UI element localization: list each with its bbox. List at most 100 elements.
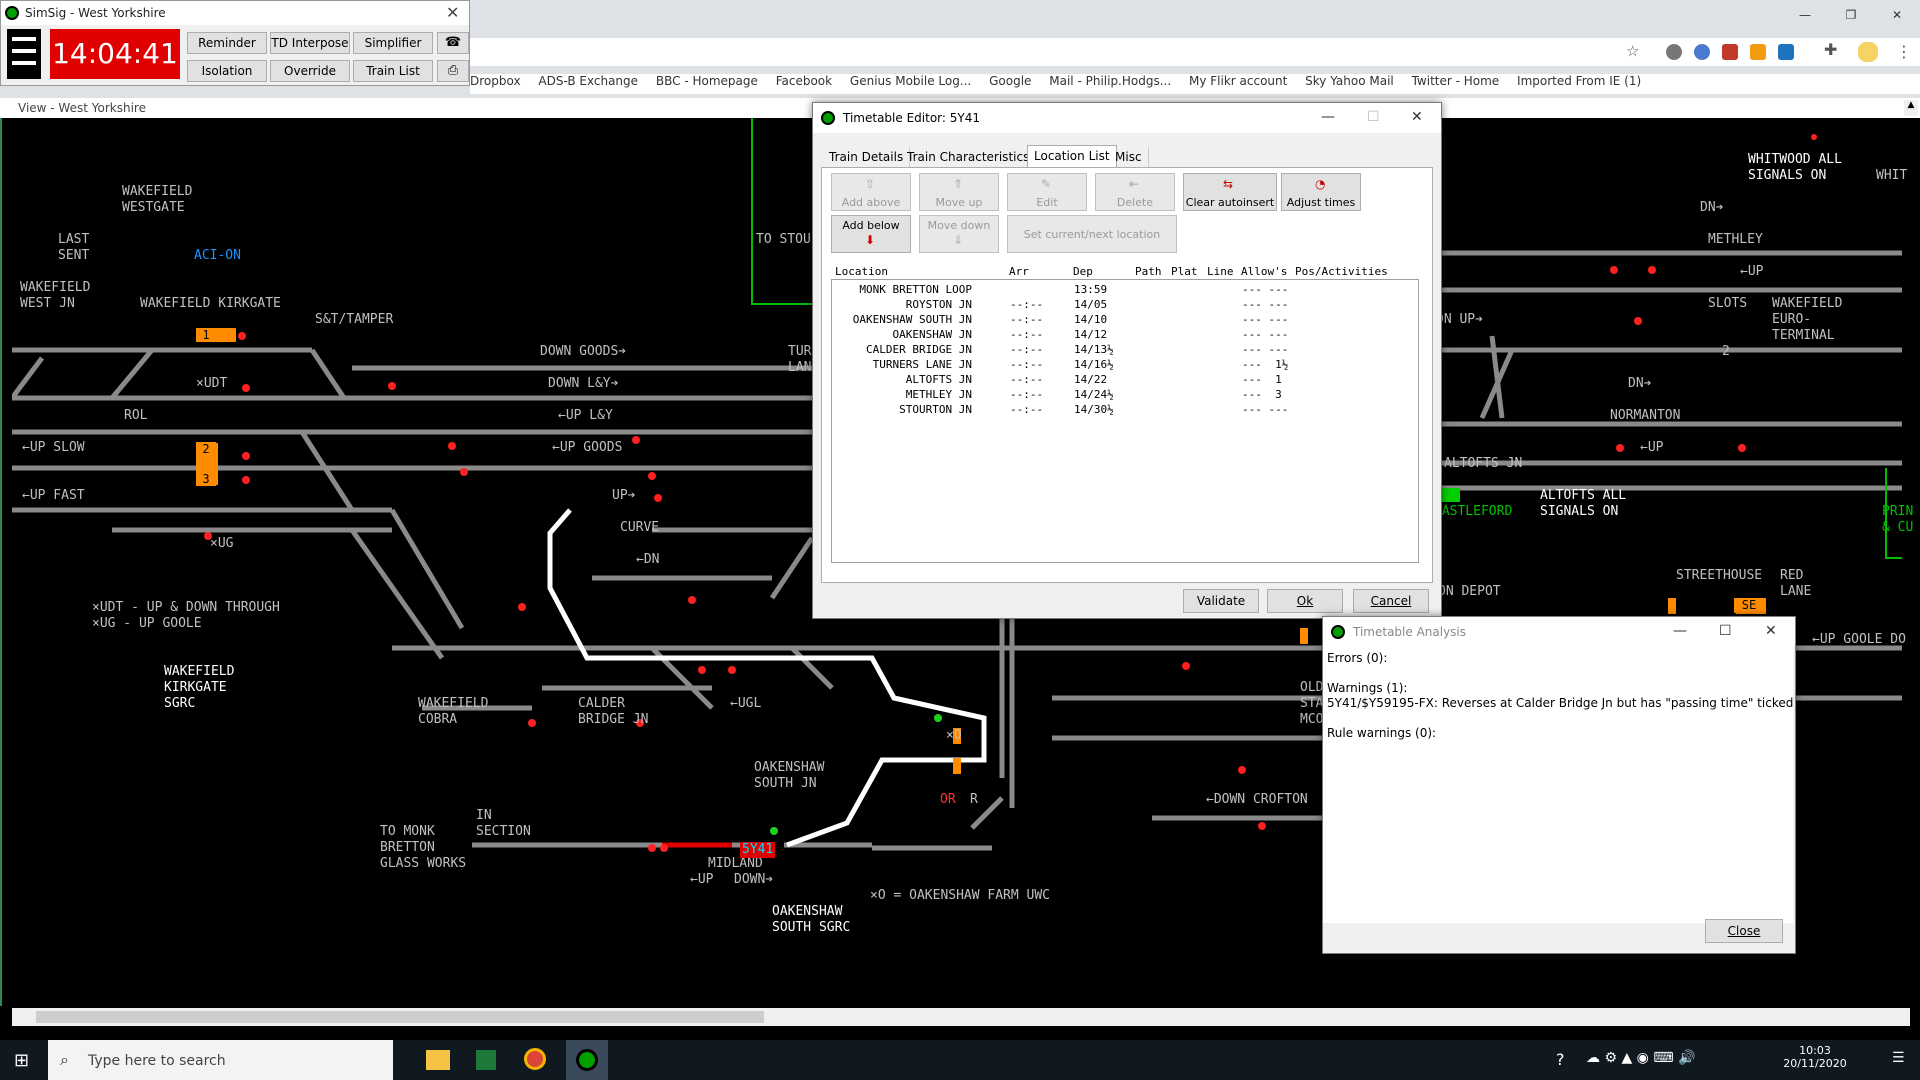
notifications-icon[interactable]: ☰ [1892, 1050, 1905, 1066]
simulation-clock[interactable]: 14:04:41 [50, 29, 180, 79]
add-below-button[interactable]: Add below [831, 215, 911, 253]
tab-train-characteristics[interactable]: Train Characteristics [901, 147, 1037, 167]
tab-train-details[interactable]: Train Details [823, 147, 911, 167]
bookmark-item[interactable]: Facebook [775, 74, 833, 88]
location-row[interactable]: ALTOFTS JN--:--14/22--- 1 [832, 372, 1418, 387]
bookmark-item[interactable]: BBC - Homepage [655, 74, 758, 88]
adjust-times-button[interactable]: Adjust times [1281, 173, 1361, 211]
signal-head[interactable] [242, 476, 250, 484]
location-row[interactable]: CALDER BRIDGE JN--:--14/13½--- --- [832, 342, 1418, 357]
signal-head[interactable] [648, 844, 656, 852]
bookmark-item[interactable]: Mail - Philip.Hodgs... [1049, 74, 1172, 88]
signal-head[interactable] [528, 719, 536, 727]
isolation-button[interactable]: Isolation [187, 60, 267, 82]
td-interpose-button[interactable]: TD Interpose [270, 32, 350, 54]
ok-button[interactable]: Ok [1267, 589, 1343, 613]
tab-location-list[interactable]: Location List [1027, 145, 1117, 167]
search-extension-icon[interactable] [1694, 44, 1710, 60]
bookmark-item[interactable]: Twitter - Home [1411, 74, 1500, 88]
cancel-button[interactable]: Cancel [1353, 589, 1429, 613]
main-menu-button[interactable] [7, 29, 41, 79]
telephone-icon[interactable]: ☎ [437, 32, 469, 54]
bookmark-item[interactable]: Google [989, 74, 1032, 88]
minimize-icon[interactable]: — [1321, 109, 1335, 125]
signal-head[interactable] [448, 442, 456, 450]
location-row[interactable]: OAKENSHAW SOUTH JN--:--14/10--- --- [832, 312, 1418, 327]
close-button[interactable]: Close [1705, 919, 1783, 943]
signal-head[interactable] [242, 384, 250, 392]
signal-head[interactable] [698, 666, 706, 674]
bookmark-item[interactable]: Genius Mobile Log... [849, 74, 972, 88]
bookmark-item[interactable]: Sky Yahoo Mail [1305, 74, 1394, 88]
signal-head[interactable] [688, 596, 696, 604]
windows-start-icon[interactable]: ⊞ [14, 1050, 30, 1071]
printer-icon[interactable]: ⎙ [437, 60, 469, 82]
tab-misc[interactable]: Misc [1109, 147, 1149, 167]
signal-head[interactable] [460, 468, 468, 476]
excel-icon[interactable] [476, 1050, 496, 1070]
signal-head[interactable] [204, 532, 212, 540]
close-icon[interactable]: ✕ [1765, 623, 1777, 639]
signal-head[interactable] [518, 603, 526, 611]
file-explorer-icon[interactable] [426, 1050, 450, 1070]
signal-head[interactable] [654, 494, 662, 502]
location-row[interactable]: OAKENSHAW JN--:--14/12--- --- [832, 327, 1418, 342]
maximize-icon[interactable]: ☐ [1719, 623, 1732, 639]
scroll-up-icon[interactable]: ▲ [1904, 100, 1918, 116]
horizontal-scroll-thumb[interactable] [36, 1011, 764, 1023]
location-row[interactable]: STOURTON JN--:--14/30½--- --- [832, 402, 1418, 417]
signal-head[interactable] [1616, 444, 1624, 452]
signal-head[interactable] [660, 844, 668, 852]
menu-dots-icon[interactable]: ⋮ [1896, 42, 1912, 61]
train-list-button[interactable]: Train List [353, 60, 433, 82]
puzzle-icon[interactable]: ✚ [1824, 40, 1838, 59]
signal-head[interactable] [238, 332, 246, 340]
signal-head[interactable] [1738, 444, 1746, 452]
bookmark-item[interactable]: Dropbox [470, 74, 521, 88]
chrome-icon[interactable] [524, 1048, 546, 1070]
minimize-icon[interactable]: — [1673, 623, 1687, 639]
bookmark-item[interactable]: ADS-B Exchange [538, 74, 639, 88]
signal-head[interactable] [636, 719, 644, 727]
signal-head[interactable] [1811, 134, 1817, 140]
signal-head-green[interactable] [934, 714, 942, 722]
bookmark-item[interactable]: Imported From IE (1) [1517, 74, 1642, 88]
simplifier-button[interactable]: Simplifier [353, 32, 433, 54]
signal-head[interactable] [1634, 317, 1642, 325]
location-row[interactable]: METHLEY JN--:--14/24½--- 3 [832, 387, 1418, 402]
system-tray-icons[interactable]: ☁ ⚙ ▲ ◉ ⌨ 🔊 [1586, 1050, 1696, 1066]
profile-avatar[interactable] [1858, 42, 1878, 62]
taskbar-search-box[interactable] [48, 1040, 393, 1080]
signal-head[interactable] [1610, 266, 1618, 274]
signal-head[interactable] [388, 382, 396, 390]
close-icon[interactable]: ✕ [1891, 8, 1903, 22]
signal-head[interactable] [728, 666, 736, 674]
signal-head[interactable] [632, 436, 640, 444]
location-row[interactable]: TURNERS LANE JN--:--14/16½--- 1½ [832, 357, 1418, 372]
signal-head[interactable] [1648, 266, 1656, 274]
clear-autoinsert-button[interactable]: Clear autoinsert [1183, 173, 1277, 211]
signal-head[interactable] [1258, 822, 1266, 830]
extension-icon[interactable] [1666, 44, 1682, 60]
bookmark-item[interactable]: My Flikr account [1189, 74, 1288, 88]
reminder-button[interactable]: Reminder [187, 32, 267, 54]
location-row[interactable]: ROYSTON JN--:--14/05--- --- [832, 297, 1418, 312]
taskbar-clock[interactable]: 10:03 20/11/2020 [1780, 1044, 1850, 1070]
override-button[interactable]: Override [270, 60, 350, 82]
train-describer-berth-5y41[interactable]: 5Y41 [740, 842, 776, 858]
signal-head[interactable] [648, 472, 656, 480]
restore-icon[interactable]: ❐ [1845, 8, 1857, 22]
rss-icon[interactable] [1750, 44, 1766, 60]
signal-head-green[interactable] [770, 827, 778, 835]
signal-head[interactable] [1238, 766, 1246, 774]
validate-button[interactable]: Validate [1183, 589, 1259, 613]
close-icon[interactable]: ✕ [1411, 109, 1423, 125]
simsig-taskbar-icon[interactable] [576, 1049, 598, 1071]
bookmark-star-icon[interactable]: ☆ [1626, 42, 1640, 60]
close-icon[interactable]: ✕ [446, 3, 460, 22]
lookup-icon[interactable] [1778, 44, 1794, 60]
pdf-icon[interactable] [1722, 44, 1738, 60]
help-icon[interactable]: ? [1556, 1050, 1565, 1069]
